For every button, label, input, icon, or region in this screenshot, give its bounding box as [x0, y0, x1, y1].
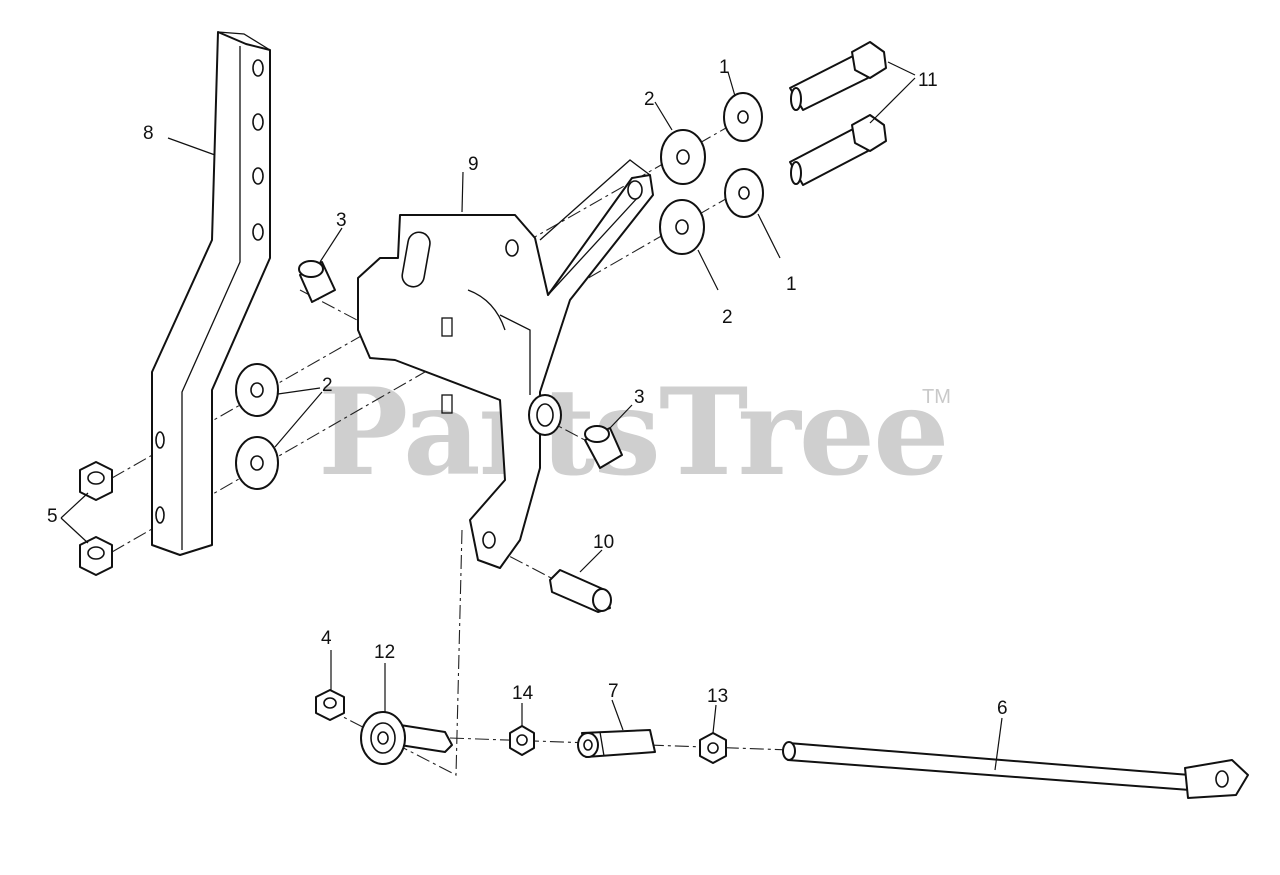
callout-7: 7: [608, 681, 619, 702]
callout-8: 8: [143, 123, 154, 144]
callout-1b: 1: [786, 274, 797, 295]
part-14-nut: [509, 725, 535, 756]
callout-9: 9: [468, 154, 479, 175]
callout-14: 14: [512, 683, 534, 704]
part-1-washers: [723, 92, 764, 218]
callout-2a: 2: [644, 89, 655, 110]
callout-12: 12: [374, 642, 395, 663]
part-7-coupler: [577, 729, 656, 758]
part-4-nut: [315, 689, 345, 721]
callout-1a: 1: [719, 57, 730, 78]
part-10-pin: [549, 569, 612, 613]
callout-6: 6: [997, 698, 1008, 719]
callouts: 1 1 2 2 2 3 3 4 5 6 7 8 9 10 11 12 13 14: [47, 57, 1008, 719]
callout-11: 11: [918, 70, 938, 91]
part-8-arm: [151, 31, 271, 556]
callout-10: 10: [593, 532, 614, 553]
callout-3b: 3: [634, 387, 645, 408]
part-13-nut: [699, 732, 727, 764]
callout-2c: 2: [322, 375, 333, 396]
callout-5: 5: [47, 506, 58, 527]
part-3-bushing-lower: [584, 425, 623, 469]
watermark-trademark: TM: [922, 386, 951, 408]
part-12-rod-end: [360, 711, 453, 765]
part-3-bushing-upper: [298, 260, 336, 303]
part-2-washers-right: [659, 129, 706, 255]
leader-lines: [60, 61, 1003, 771]
part-11-bolts: [789, 41, 887, 186]
callout-4: 4: [321, 628, 332, 649]
part-2-washers-left: [235, 363, 279, 490]
watermark-text: PartsTree: [318, 362, 947, 503]
part-6-rod: [782, 741, 1249, 799]
part-9-bracket: [357, 159, 654, 569]
callout-2b: 2: [722, 307, 733, 328]
callout-3a: 3: [336, 210, 347, 231]
callout-13: 13: [707, 686, 728, 707]
part-5-nuts: [79, 461, 113, 576]
